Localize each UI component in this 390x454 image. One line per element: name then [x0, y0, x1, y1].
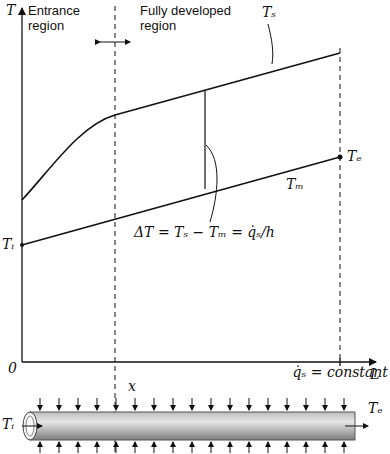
flux-arrow: [135, 398, 136, 410]
flux-arrow: [344, 442, 345, 453]
inlet-point: [20, 243, 24, 247]
axis-label: L: [370, 366, 379, 382]
flux-arrow: [268, 398, 269, 410]
flux-arrow: [230, 398, 231, 410]
exit-point: [338, 155, 343, 160]
flux-arrow: [211, 442, 212, 453]
delta-t-leader: [206, 145, 217, 222]
flux-arrow: [230, 442, 231, 453]
flux-arrow: [97, 398, 98, 410]
l-line: [340, 48, 341, 362]
flux-arrow: [268, 442, 269, 453]
flux-arrow: [325, 442, 326, 453]
inlet-temp-label: Tᵢ: [2, 416, 14, 432]
surface-temp-curve: [22, 53, 340, 200]
tube-body: [30, 412, 355, 440]
curve-label: Tₘ: [286, 176, 304, 192]
x-axis: [22, 361, 376, 362]
flux-arrow: [116, 398, 117, 410]
flux-arrow: [192, 442, 193, 453]
mean-temp-line: [22, 157, 340, 245]
delta-t-bar: [204, 91, 205, 189]
flux-arrow: [59, 398, 60, 410]
region-divider: [115, 6, 116, 452]
inlet-flow-arrow: [22, 426, 42, 427]
flux-arrow: [78, 398, 79, 410]
region-label: Entrance region: [28, 4, 98, 34]
formula-label: ΔT = Tₛ − Tₘ = q̇ₛ/h: [132, 224, 277, 240]
flux-arrow: [192, 398, 193, 410]
region-label: Fully developed region: [140, 4, 232, 34]
exit-flow-arrow: [345, 426, 368, 427]
flux-arrow: [249, 442, 250, 453]
flux-arrow: [306, 442, 307, 453]
flux-arrow: [59, 442, 60, 453]
flux-arrow: [211, 398, 212, 410]
t-axis: [21, 8, 22, 362]
flux-arrow: [154, 398, 155, 410]
heat-flux-arrows: [40, 398, 344, 453]
flux-arrow: [154, 442, 155, 453]
flux-arrow: [287, 398, 288, 410]
flux-label: x: [128, 378, 136, 394]
exit-temp-label: Tₑ: [368, 400, 383, 416]
flux-arrow: [97, 442, 98, 453]
flux-arrow: [135, 442, 136, 453]
flux-arrow: [173, 442, 174, 453]
flux-arrow: [287, 442, 288, 453]
flux-arrow: [78, 442, 79, 453]
flux-arrow: [306, 398, 307, 410]
flux-arrow: [325, 398, 326, 410]
flux-arrow: [344, 398, 345, 410]
axis-label: T: [6, 2, 15, 18]
flux-arrow: [40, 442, 41, 453]
flux-arrow: [116, 442, 117, 453]
curve-label: Tₛ: [262, 4, 276, 20]
ts-leader: [268, 24, 273, 64]
flux-arrow: [249, 398, 250, 410]
region-arrow: [100, 42, 130, 43]
flux-arrow: [173, 398, 174, 410]
flux-arrow: [40, 398, 41, 410]
inlet-temp-label: Tᵢ: [2, 236, 14, 252]
origin-label: 0: [8, 360, 17, 376]
curve-label: Tₑ: [347, 148, 362, 164]
